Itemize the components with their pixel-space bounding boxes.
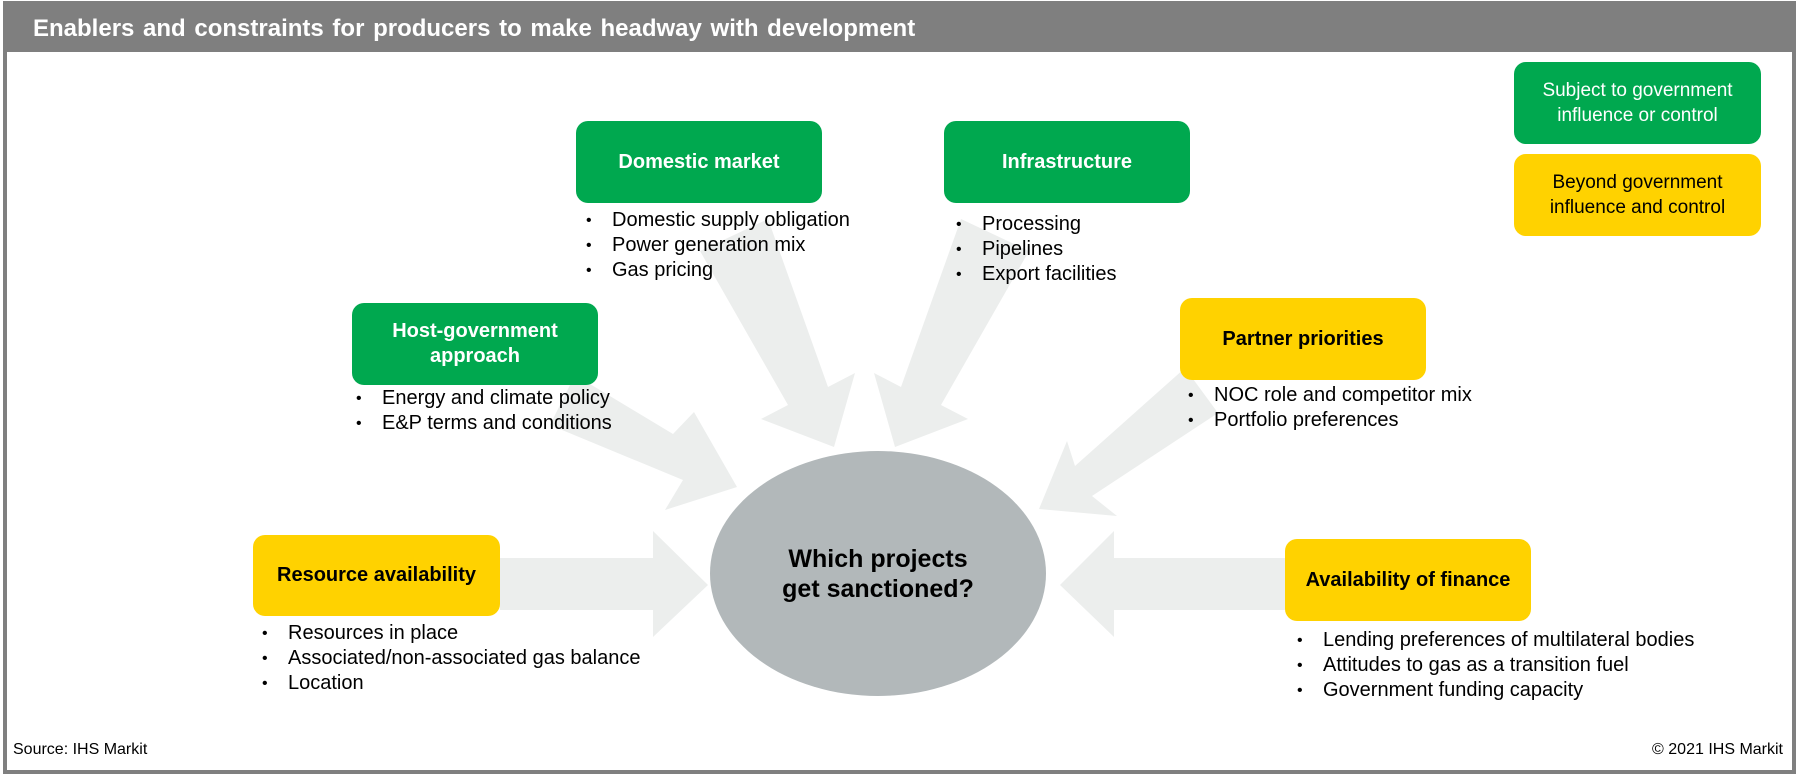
- resource-availability-box: Resource availability: [253, 535, 500, 616]
- source-note: Source: IHS Markit: [13, 741, 148, 758]
- list-item: Energy and climate policy: [352, 386, 612, 411]
- list-item: Resources in place: [258, 621, 640, 646]
- list-item: Processing: [952, 212, 1117, 237]
- list-item: Gas pricing: [582, 258, 850, 283]
- arrow-availability-finance: [1060, 531, 1290, 637]
- page-title: Enablers and constraints for producers t…: [7, 5, 1792, 52]
- arrow-resource-availability: [500, 531, 708, 637]
- list-item: Export facilities: [952, 262, 1117, 287]
- list-item: Location: [258, 671, 640, 696]
- resource-availability-list: Resources in place Associated/non-associ…: [258, 621, 640, 696]
- infrastructure-list: Processing Pipelines Export facilities: [952, 212, 1117, 287]
- list-item: E&P terms and conditions: [352, 411, 612, 436]
- legend-beyond-government: Beyond government influence and control: [1514, 154, 1761, 236]
- infrastructure-box: Infrastructure: [944, 121, 1190, 203]
- center-question: Which projects get sanctioned?: [710, 451, 1046, 696]
- legend-government-influence: Subject to government influence or contr…: [1514, 62, 1761, 144]
- host-government-box: Host-government approach: [352, 303, 598, 385]
- domestic-market-list: Domestic supply obligation Power generat…: [582, 208, 850, 283]
- list-item: Lending preferences of multilateral bodi…: [1293, 628, 1694, 653]
- host-government-list: Energy and climate policy E&P terms and …: [352, 386, 612, 436]
- arrow-partner-priorities: [1039, 368, 1218, 516]
- list-item: Associated/non-associated gas balance: [258, 646, 640, 671]
- list-item: Government funding capacity: [1293, 678, 1694, 703]
- list-item: Portfolio preferences: [1184, 408, 1472, 433]
- partner-priorities-list: NOC role and competitor mix Portfolio pr…: [1184, 383, 1472, 433]
- list-item: NOC role and competitor mix: [1184, 383, 1472, 408]
- list-item: Attitudes to gas as a transition fuel: [1293, 653, 1694, 678]
- partner-priorities-box: Partner priorities: [1180, 298, 1426, 380]
- list-item: Domestic supply obligation: [582, 208, 850, 233]
- copyright-note: © 2021 IHS Markit: [1652, 741, 1783, 758]
- availability-finance-list: Lending preferences of multilateral bodi…: [1293, 628, 1694, 703]
- list-item: Pipelines: [952, 237, 1117, 262]
- domestic-market-box: Domestic market: [576, 121, 822, 203]
- list-item: Power generation mix: [582, 233, 850, 258]
- availability-finance-box: Availability of finance: [1285, 539, 1531, 621]
